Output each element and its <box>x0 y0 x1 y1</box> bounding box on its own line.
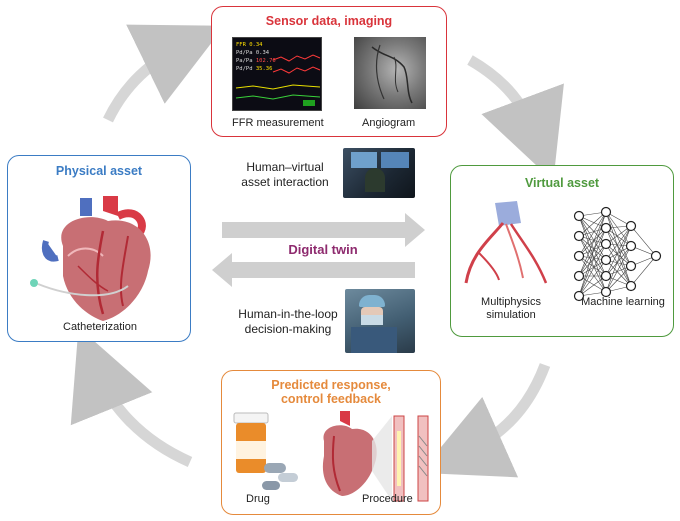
sensor-title: Sensor data, imaging <box>265 14 393 28</box>
nn-connection <box>630 255 657 287</box>
cycle-arrow-bottom-left <box>70 327 193 468</box>
interaction-label: Human–virtual asset interaction <box>241 160 329 189</box>
physical-panel: Physical asset Catheterization <box>7 155 191 342</box>
nn-connection <box>578 259 607 297</box>
nn-connection <box>605 245 632 293</box>
nn-node <box>625 260 637 272</box>
nn-connection <box>630 225 657 257</box>
ffr-monitor: FFR 0.34 Pd/Pa 0.34 Pa/Pa 102.76 Pd/Pd 3… <box>232 37 322 111</box>
angiogram-label: Angiogram <box>362 117 416 129</box>
nn-node <box>573 290 585 302</box>
nn-node <box>573 210 585 222</box>
simulation-illustration <box>464 201 548 284</box>
catheterization-label: Catheterization <box>63 321 137 333</box>
ffr-label: FFR measurement <box>232 117 324 129</box>
nn-connection <box>605 243 632 267</box>
interaction-photo <box>343 148 415 198</box>
nn-connection <box>578 227 607 257</box>
nn-connection <box>605 225 632 277</box>
nn-connection <box>605 225 632 245</box>
nn-connection <box>605 211 632 267</box>
nn-connection <box>578 275 607 297</box>
sensor-panel: Sensor data, imaging FFR 0.34 Pd/Pa 0.34… <box>211 6 447 137</box>
hitl-label: Human-in-the-loop decision-making <box>238 307 338 336</box>
nn-connection <box>578 227 607 297</box>
nn-connection <box>578 259 607 277</box>
nn-connection <box>605 225 632 293</box>
angiogram-image <box>354 37 426 109</box>
nn-connection <box>605 225 632 261</box>
nn-node <box>573 250 585 262</box>
twin-arrow-left <box>212 253 415 287</box>
nn-connection <box>605 227 632 267</box>
nn-node <box>650 250 662 262</box>
nn-connection <box>605 243 632 287</box>
nn-connection <box>578 211 607 277</box>
cycle-arrow-bottom-right <box>419 363 551 478</box>
neural-network-icon <box>573 206 662 302</box>
procedure-label: Procedure <box>362 493 413 505</box>
nn-node <box>600 222 612 234</box>
nn-node <box>625 220 637 232</box>
monitor-waveform <box>235 54 321 106</box>
nn-connection <box>578 235 607 277</box>
monitor-row-value: 102.76 <box>255 58 276 64</box>
nn-node <box>573 270 585 282</box>
nn-connection <box>605 265 632 293</box>
nn-connection <box>605 227 632 287</box>
drug-illustration <box>233 412 298 490</box>
nn-node <box>625 240 637 252</box>
nn-connection <box>578 255 607 277</box>
virtual-title: Virtual asset <box>524 176 600 190</box>
virtual-panel: Virtual asset Multiphysics simulation Ma… <box>450 165 674 337</box>
nn-node <box>600 206 612 218</box>
nn-node <box>625 280 637 292</box>
nn-connection <box>578 275 607 293</box>
nn-node <box>573 230 585 242</box>
ml-label: Machine learning <box>581 296 665 308</box>
surgery-photo <box>345 289 415 353</box>
procedure-illustration <box>322 411 429 502</box>
monitor-row-value: 0.34 <box>249 42 263 48</box>
nn-node <box>600 254 612 266</box>
nn-connection <box>605 227 632 247</box>
nn-node <box>600 270 612 282</box>
nn-connection <box>578 211 607 237</box>
nn-connection <box>578 243 607 297</box>
monitor-row-label: FFR <box>236 42 246 48</box>
nn-connection <box>605 211 632 247</box>
nn-node <box>600 286 612 298</box>
nn-connection <box>605 211 632 287</box>
twin-arrow-right <box>222 213 425 247</box>
monitor-row-value: 0.34 <box>255 50 270 56</box>
predicted-panel: Predicted response, control feedback Dru… <box>221 370 441 515</box>
nn-connection <box>578 255 607 293</box>
nn-node <box>600 238 612 250</box>
predicted-title: Predicted response, control feedback <box>271 378 391 406</box>
monitor-row-value: 35.36 <box>255 66 273 72</box>
digital-twin-label: Digital twin <box>288 242 358 257</box>
monitor-row-label: Pd/Pa <box>236 50 253 56</box>
monitor-row-label: Pd/Pd <box>236 66 253 72</box>
nn-connection <box>578 235 607 261</box>
nn-connection <box>578 235 607 293</box>
physical-title: Physical asset <box>55 164 143 178</box>
cycle-arrow-top-right <box>467 55 564 182</box>
nn-connection <box>605 259 632 287</box>
nn-connection <box>578 243 607 277</box>
nn-connection <box>578 227 607 277</box>
simulation-label: Multiphysics simulation <box>481 296 541 321</box>
heart-illustration <box>30 196 151 321</box>
drug-label: Drug <box>246 493 270 505</box>
cycle-arrow-top-left <box>103 24 225 123</box>
nn-connection <box>605 245 632 277</box>
monitor-row-label: Pa/Pa <box>236 58 253 64</box>
nn-connection <box>578 211 607 257</box>
